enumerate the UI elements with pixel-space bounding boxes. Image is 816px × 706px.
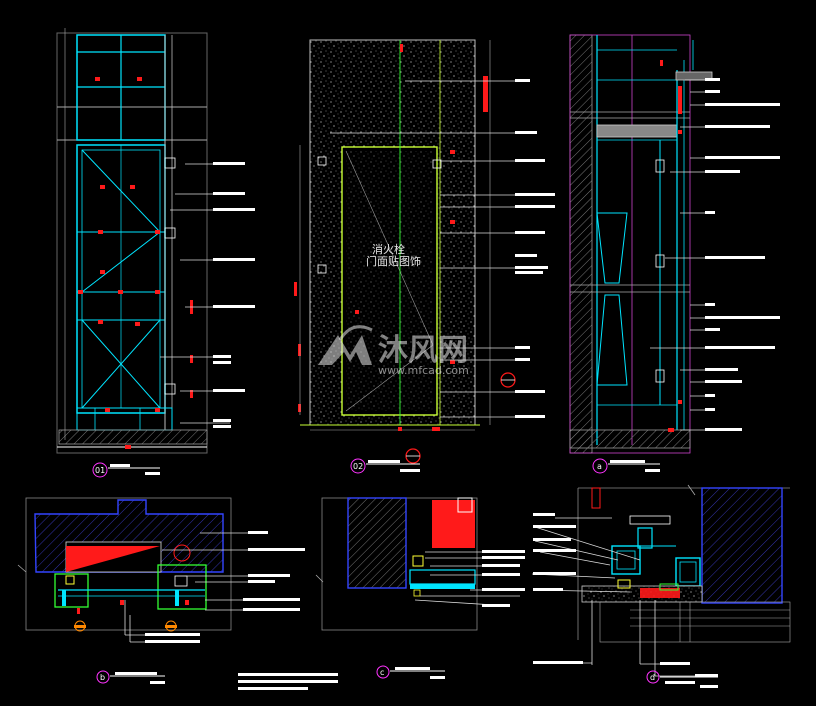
svg-text:c: c xyxy=(380,668,384,677)
watermark: 沐风网 www.mfcad.com xyxy=(318,325,469,377)
door-label-line1: 消火栓 xyxy=(372,242,405,256)
watermark-brand: 沐风网 xyxy=(378,333,468,368)
svg-text:a: a xyxy=(597,462,602,471)
svg-text:b: b xyxy=(100,673,105,682)
elevation-02: 消火栓 门面贴图饰 xyxy=(294,39,555,464)
svg-text:02: 02 xyxy=(353,462,363,471)
title-marker-a: a xyxy=(592,458,660,474)
detail-d: d xyxy=(531,484,791,688)
detail-b: b xyxy=(17,497,338,690)
elevation-01 xyxy=(56,28,255,454)
title-marker-01: 01 xyxy=(92,462,160,478)
door-label-line2: 门面贴图饰 xyxy=(366,254,421,268)
detail-c: c xyxy=(315,497,525,679)
title-marker-02: 02 xyxy=(350,458,420,474)
watermark-url: www.mfcad.com xyxy=(378,364,469,377)
svg-text:01: 01 xyxy=(95,466,105,475)
svg-text:d: d xyxy=(650,673,655,682)
elevation-a xyxy=(569,34,780,454)
mf-logo-icon xyxy=(318,325,373,365)
